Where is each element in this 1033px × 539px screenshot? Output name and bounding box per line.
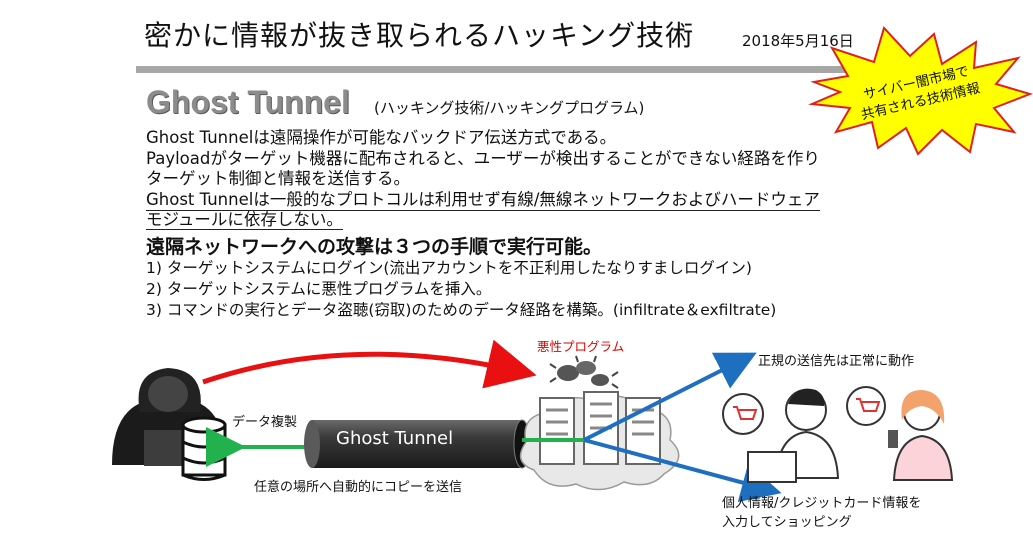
body-line-5-underlined: モジュールに依存しない。 (146, 210, 343, 230)
body-line-3: ターゲット制御と情報を送信する。 (146, 169, 410, 188)
page-date: 2018年5月16日 (742, 32, 854, 50)
database-icon (181, 416, 227, 481)
data-copy-label: データ複製 (232, 415, 298, 430)
personal-info-line-1: 個人情報/クレジットカード情報を (722, 496, 922, 511)
malware-bug-icon (549, 355, 619, 389)
body-line-5-text: モジュールに依存しない。 (146, 210, 343, 230)
headline-subtitle: (ハッキング技術/ハッキングプログラム) (374, 99, 645, 117)
page-title: 密かに情報が抜き取られるハッキング技術 (144, 19, 695, 52)
body-line-1: Ghost Tunnelは遠隔操作が可能なバックドア伝送方式である。 (146, 128, 617, 147)
red-attack-arrow (202, 339, 537, 389)
attack-diagram (112, 339, 954, 503)
burst-callout-shape (808, 26, 1033, 156)
blue-arrow-legit (583, 352, 757, 442)
personal-info-label: 個人情報/クレジットカード情報を 入力してショッピング (722, 494, 982, 532)
body-line-4-underlined: Ghost Tunnelは一般的なプロトコルは利用せず有線/無線ネットワークおよ… (146, 190, 820, 211)
blue-arrow-user (583, 438, 782, 503)
cart-bubble-icon-1 (722, 393, 764, 435)
headline-title: Ghost Tunnel (146, 84, 350, 120)
legit-destination-label: 正規の送信先は正常に動作 (758, 354, 915, 369)
step-item-3: 3) コマンドの実行とデータ盗聴(窃取)のためのデータ経路を構築。(infilt… (146, 301, 777, 319)
auto-send-label: 任意の場所へ自動的にコピーを送信 (254, 480, 463, 495)
title-divider (136, 66, 846, 73)
step-item-2: 2) ターゲットシステムに悪性プログラムを挿入。 (146, 280, 492, 298)
malware-label: 悪性プログラム (537, 339, 625, 354)
body-line-2: Payloadがターゲット機器に配布されると、ユーザーが検出することができない経… (146, 149, 820, 168)
personal-info-line-2: 入力してショッピング (722, 515, 852, 530)
steps-heading: 遠隔ネットワークへの攻撃は３つの手順で実行可能。 (146, 236, 603, 258)
shopper-woman-icon (888, 390, 954, 481)
step-item-1: 1) ターゲットシステムにログイン(流出アカウントを不正利用したなりすましログイ… (146, 259, 752, 277)
cart-bubble-icon-2 (846, 386, 886, 426)
shopper-man-icon (747, 388, 840, 483)
tunnel-label: Ghost Tunnel (336, 428, 454, 449)
server-rack-icon (539, 391, 661, 465)
